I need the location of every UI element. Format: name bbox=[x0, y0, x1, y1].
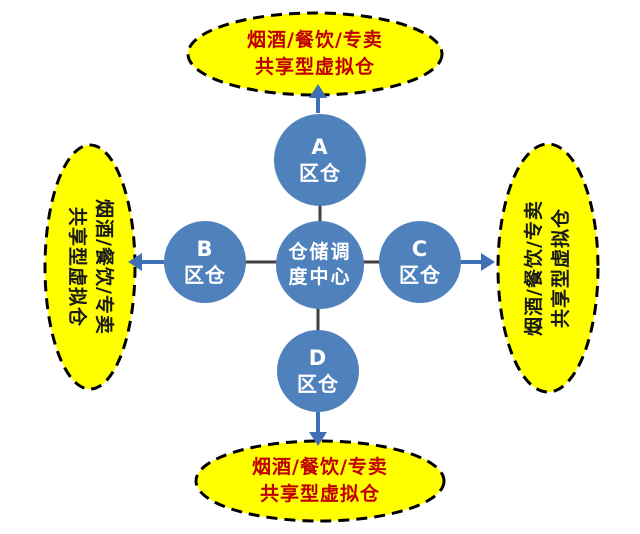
virtual-warehouse-label-top-line1: 烟酒/餐饮/专卖 bbox=[247, 29, 383, 51]
virtual-warehouse-label-right-line2: 共享型虚拟仓 bbox=[550, 208, 572, 329]
virtual-warehouse-label-top-line2: 共享型虚拟仓 bbox=[254, 56, 375, 78]
zone-c-letter: C bbox=[411, 237, 429, 261]
virtual-warehouse-label-bottom-line1: 烟酒/餐饮/专卖 bbox=[252, 456, 388, 478]
zone-b-letter: B bbox=[196, 237, 214, 261]
virtual-warehouse-label-left-line2: 共享型虚拟仓 bbox=[66, 206, 88, 327]
virtual-warehouse-label-right: 烟酒/餐饮/专卖 共享型虚拟仓 bbox=[520, 153, 576, 383]
zone-a-letter: A bbox=[311, 135, 329, 159]
hub-label-line2: 度中心 bbox=[288, 266, 352, 288]
virtual-warehouse-label-right-line1: 烟酒/餐饮/专卖 bbox=[523, 200, 545, 336]
hub-circle: 仓储调 度中心 bbox=[276, 221, 364, 309]
arrow-zone-c-to-right bbox=[461, 253, 495, 271]
virtual-warehouse-label-bottom-line2: 共享型虚拟仓 bbox=[259, 483, 380, 505]
hub-label-line1: 仓储调 bbox=[288, 241, 352, 263]
virtual-warehouse-label-bottom: 烟酒/餐饮/专卖 共享型虚拟仓 bbox=[200, 453, 440, 509]
zone-c-label: 区仓 bbox=[399, 263, 441, 287]
arrow-zone-a-to-top bbox=[309, 84, 327, 113]
zone-b-label: 区仓 bbox=[184, 263, 226, 287]
virtual-warehouse-ellipse-left bbox=[43, 143, 137, 391]
virtual-warehouse-label-top: 烟酒/餐饮/专卖 共享型虚拟仓 bbox=[195, 26, 435, 82]
virtual-warehouse-label-left-line1: 烟酒/餐饮/专卖 bbox=[93, 199, 115, 335]
zone-d-letter: D bbox=[308, 346, 328, 370]
virtual-warehouse-ellipse-bottom bbox=[194, 439, 446, 523]
zone-c-circle: C 区仓 bbox=[379, 221, 461, 303]
zone-d-label: 区仓 bbox=[297, 372, 339, 396]
zone-b-circle: B 区仓 bbox=[164, 221, 246, 303]
arrow-zone-d-to-bottom bbox=[309, 412, 327, 446]
virtual-warehouse-ellipse-right bbox=[496, 142, 600, 394]
zone-a-label: 区仓 bbox=[299, 161, 341, 185]
zone-d-circle: D 区仓 bbox=[277, 330, 359, 412]
arrow-zone-b-to-left bbox=[128, 253, 164, 271]
virtual-warehouse-ellipse-top bbox=[186, 11, 444, 97]
virtual-warehouse-label-left: 烟酒/餐饮/专卖 共享型虚拟仓 bbox=[62, 152, 118, 382]
zone-a-circle: A 区仓 bbox=[274, 114, 366, 206]
